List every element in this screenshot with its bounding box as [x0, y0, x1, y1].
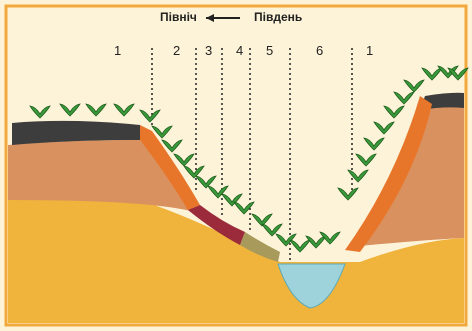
- zone-number-1-right: 1: [366, 43, 373, 58]
- south-label: Південь: [254, 10, 302, 24]
- zone-number-4: 4: [236, 43, 243, 58]
- zone-number-6: 6: [316, 43, 323, 58]
- zone-number-3: 3: [205, 43, 212, 58]
- north-label: Північ: [160, 10, 197, 24]
- zone-number-2: 2: [173, 43, 180, 58]
- zone-number-5: 5: [266, 43, 273, 58]
- zone-number-1: 1: [114, 43, 121, 58]
